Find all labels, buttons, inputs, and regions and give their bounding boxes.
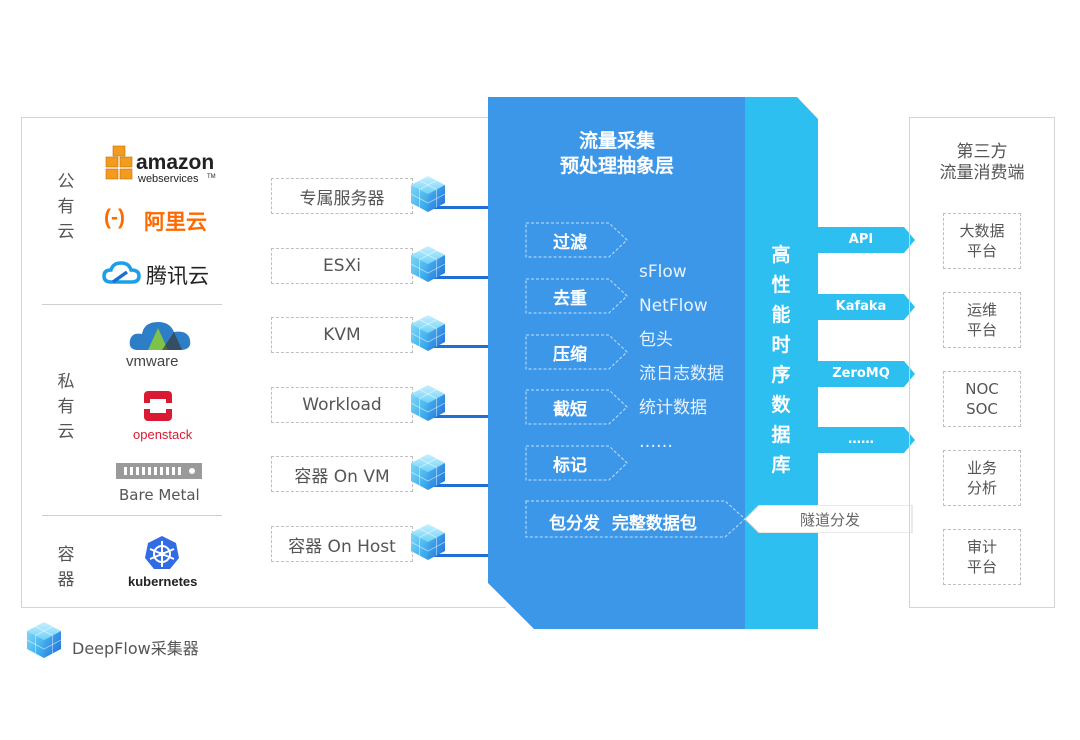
deepflow-agent-icon — [408, 244, 448, 284]
aliyun-mark: (-) — [104, 206, 125, 229]
packet-distribution-label: 包分发 完整数据包 — [549, 514, 697, 534]
legend-label: DeepFlow采集器 — [72, 639, 199, 658]
openstack-logo: openstack — [128, 390, 198, 448]
output-arrow — [818, 227, 915, 253]
step-truncate: 截短 — [553, 399, 587, 420]
tsdb-shape — [745, 97, 818, 629]
preprocessing-layer-shape — [488, 97, 746, 629]
layer-title-line2: 预处理抽象层 — [559, 155, 674, 177]
connector-line — [425, 276, 489, 279]
bare-metal-label: Bare Metal — [119, 486, 200, 504]
infrastructure-panel — [21, 117, 506, 608]
format-statistics: 统计数据 — [639, 398, 707, 418]
step-chevron-outline — [525, 445, 628, 481]
output-arrow — [818, 361, 915, 387]
node-container-on-vm: 容器 On VM — [271, 456, 413, 492]
server-rack-icon — [116, 463, 202, 479]
output-arrow — [818, 294, 915, 320]
amazon-wordmark: amazon — [136, 151, 215, 174]
consumer-big-data-platform: 大数据平台 — [943, 213, 1021, 269]
consumer-audit-platform: 审计平台 — [943, 529, 1021, 585]
step-chevron-outline — [525, 222, 628, 258]
node-dedicated-server: 专属服务器 — [271, 178, 413, 214]
consumers-title-line1: 第三方 — [956, 142, 1008, 162]
output-more: …… — [848, 432, 874, 447]
consumers-title-line2: 流量消费端 — [939, 163, 1025, 183]
tunnel-distribution-arrow — [745, 505, 913, 533]
aliyun-wordmark: 阿里云 — [144, 210, 207, 234]
divider — [42, 304, 222, 305]
deepflow-agent-icon — [408, 452, 448, 492]
step-chevron-outline — [525, 278, 628, 314]
connector-line — [425, 345, 489, 348]
deepflow-agent-icon — [408, 174, 448, 214]
tencent-cloud-wordmark: 腾讯云 — [146, 264, 209, 288]
output-kafka: Kafaka — [835, 299, 887, 314]
aws-boxes-icon — [105, 145, 133, 180]
category-container: 容器 — [57, 545, 75, 590]
step-filter: 过滤 — [553, 232, 587, 253]
connector-line — [425, 415, 489, 418]
layer-title-line1: 流量采集 — [578, 130, 655, 152]
openstack-icon — [144, 391, 172, 421]
format-netflow: NetFlow — [639, 296, 708, 316]
node-kvm: KVM — [271, 317, 413, 353]
node-container-on-host: 容器 On Host — [271, 526, 413, 562]
bare-metal-logo: Bare Metal — [116, 462, 202, 504]
output-arrow — [818, 427, 915, 453]
connector-line — [425, 206, 489, 209]
format-packet-header: 包头 — [639, 330, 673, 350]
category-private-cloud: 私有云 — [57, 372, 75, 442]
step-tag: 标记 — [553, 455, 587, 476]
kubernetes-wordmark: kubernetes — [128, 574, 198, 589]
kubernetes-helm-icon — [145, 536, 179, 569]
tencent-cloud-logo: 腾讯云 — [102, 257, 217, 289]
trademark-mark: TM — [207, 174, 216, 180]
node-workload: Workload — [271, 387, 413, 423]
deepflow-agent-icon — [408, 313, 448, 353]
consumer-business-analytics: 业务分析 — [943, 450, 1021, 506]
deepflow-agent-icon — [408, 522, 448, 562]
tsdb-label: 高 性 能 时 序 数 据 库 — [771, 244, 791, 476]
output-zeromq: ZeroMQ — [832, 366, 890, 381]
webservices-wordmark: webservices — [138, 173, 199, 185]
format-sflow: sFlow — [639, 262, 687, 282]
kubernetes-logo: kubernetes — [124, 535, 204, 591]
step-chevron-outline — [525, 334, 628, 370]
connector-line — [425, 484, 489, 487]
vmware-cloud-icon — [129, 322, 191, 350]
divider — [42, 515, 222, 516]
vmware-logo: vmware — [124, 318, 196, 372]
tunnel-distribution-label: 隧道分发 — [800, 511, 861, 529]
connector-line — [425, 554, 489, 557]
third-party-consumers-panel — [909, 117, 1055, 608]
step-compress: 压缩 — [553, 344, 587, 365]
aliyun-logo: (-) 阿里云 — [104, 204, 214, 236]
vmware-wordmark: vmware — [126, 353, 179, 370]
node-esxi: ESXi — [271, 248, 413, 284]
openstack-wordmark: openstack — [133, 427, 193, 442]
consumer-ops-platform: 运维平台 — [943, 292, 1021, 348]
deepflow-agent-legend-icon — [24, 620, 64, 660]
deepflow-agent-icon — [408, 383, 448, 423]
step-chevron-outline — [525, 389, 628, 425]
step-dedup: 去重 — [553, 288, 587, 309]
tencent-cloud-icon — [102, 261, 141, 284]
output-api: API — [848, 232, 874, 247]
category-public-cloud: 公有云 — [57, 172, 75, 242]
format-flow-log: 流日志数据 — [639, 364, 724, 384]
format-more: …… — [639, 432, 673, 452]
packet-distribution-outline — [525, 500, 746, 538]
amazon-web-services-logo: amazon webservices TM — [104, 145, 219, 187]
